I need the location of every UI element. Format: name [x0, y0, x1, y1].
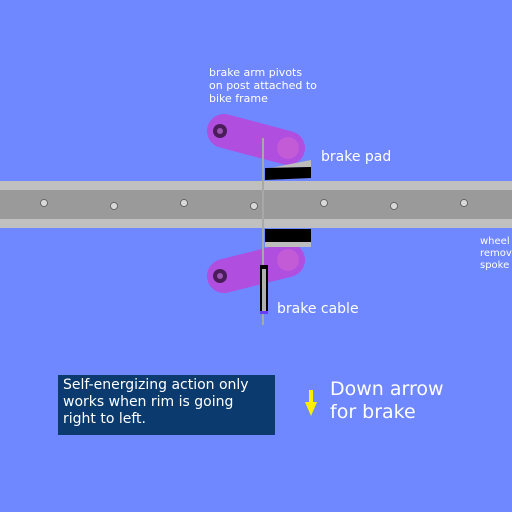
- spoke-hole: [390, 202, 398, 210]
- spoke-holes: [40, 199, 468, 210]
- lower-arm-knob: [277, 249, 299, 271]
- lower-brake-pad: [265, 229, 311, 242]
- wheel-rim: [0, 181, 512, 228]
- upper-pad-holder: [265, 160, 311, 169]
- upper-brake-pad: [265, 167, 311, 180]
- spoke-hole: [250, 202, 258, 210]
- brake-pad-label: brake pad: [321, 149, 392, 165]
- upper-pivot-center: [217, 128, 223, 134]
- upper-brake-arm: [207, 114, 305, 165]
- lower-pad-holder: [265, 242, 311, 247]
- brake-cable-core: [262, 269, 266, 311]
- note-text: Self-energizing action only works when r…: [63, 377, 249, 427]
- brake-cable-label: brake cable: [277, 301, 359, 317]
- brake-cable-assembly: [260, 138, 268, 325]
- spoke-hole: [460, 199, 468, 207]
- spoke-hole: [40, 199, 48, 207]
- upper-arm-knob: [277, 137, 299, 159]
- pivot-note: brake arm pivots on post attached to bik…: [209, 66, 317, 105]
- spoke-hole: [110, 202, 118, 210]
- wheel-note: wheel remov spoke: [480, 236, 512, 271]
- lower-pivot-center: [217, 273, 223, 279]
- spoke-hole: [180, 199, 188, 207]
- down-arrow-icon: [305, 390, 317, 416]
- note-box: Self-energizing action only works when r…: [58, 375, 275, 435]
- arrow-legend-label: Down arrow for brake: [330, 378, 444, 423]
- lower-brake-arm: [207, 243, 305, 293]
- brake-pads: [265, 160, 311, 247]
- cable-end: [260, 311, 268, 314]
- upper-arm-body: [207, 114, 305, 165]
- spoke-hole: [320, 199, 328, 207]
